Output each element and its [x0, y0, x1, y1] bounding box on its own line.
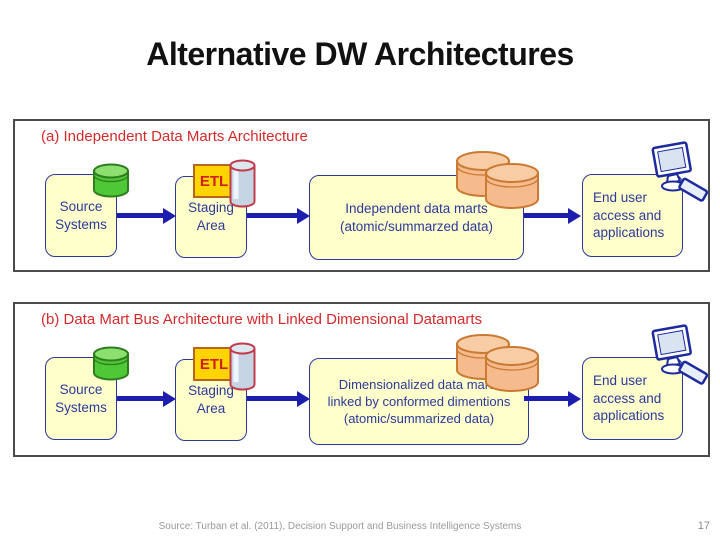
staging-area-label-line1: Staging	[188, 383, 234, 399]
end-user-label-line1: End user	[593, 189, 648, 205]
panel-a-heading: (a) Independent Data Marts Architecture	[41, 128, 308, 145]
green-database-cylinder-icon	[91, 163, 131, 199]
source-systems-label-line2: Systems	[55, 216, 107, 232]
end-user-label-line1: End user	[593, 372, 648, 388]
flow-arrow-source-to-staging	[117, 390, 176, 407]
page-number: 17	[697, 520, 710, 532]
flow-arrow-marts-to-enduser	[524, 207, 581, 224]
flow-arrow-source-to-staging	[117, 207, 176, 224]
source-systems-box: Source Systems	[45, 357, 117, 440]
flow-arrow-staging-to-marts	[247, 207, 310, 224]
end-user-label-line2: access and	[593, 390, 662, 406]
data-marts-label-line3: (atomic/summarized data)	[343, 411, 495, 427]
panel-b-heading: (b) Data Mart Bus Architecture with Link…	[41, 311, 483, 328]
source-systems-label-line1: Source	[59, 381, 103, 397]
panel-a-independent-data-marts: (a) Independent Data Marts Architecture …	[13, 119, 710, 272]
data-marts-label-line2: (atomic/summarzed data)	[339, 218, 494, 234]
gray-database-cylinder-icon	[229, 159, 256, 209]
source-systems-label-line1: Source	[59, 198, 103, 214]
orange-database-cylinder-icon	[484, 346, 540, 393]
footer-source-citation: Source: Turban et al. (2011), Decision S…	[158, 521, 522, 532]
flow-arrow-marts-to-enduser	[524, 390, 581, 407]
etl-label: ETL	[193, 164, 235, 198]
computer-workstation-icon	[635, 141, 709, 207]
gray-database-cylinder-icon	[229, 342, 256, 392]
end-user-label-line2: access and	[593, 207, 662, 223]
data-marts-label-line1: Independent data marts	[345, 200, 488, 216]
staging-area-label-line2: Area	[196, 218, 226, 233]
end-user-label-line3: applications	[593, 225, 665, 241]
etl-label: ETL	[193, 347, 235, 381]
source-systems-label-line2: Systems	[55, 399, 107, 415]
staging-area-label-line1: Staging	[188, 200, 234, 216]
computer-workstation-icon	[635, 324, 709, 390]
staging-area-label-line2: Area	[196, 401, 226, 416]
orange-database-cylinder-icon	[484, 163, 540, 210]
green-database-cylinder-icon	[91, 346, 131, 382]
flow-arrow-staging-to-marts	[247, 390, 310, 407]
end-user-label-line3: applications	[593, 408, 665, 424]
data-marts-label-line1: Dimensionalized data marts	[338, 376, 500, 392]
panel-b-data-mart-bus: (b) Data Mart Bus Architecture with Link…	[13, 302, 710, 457]
data-marts-label-line2: linked by conformed dimentions	[327, 393, 511, 409]
slide-title: Alternative DW Architectures	[146, 36, 574, 72]
